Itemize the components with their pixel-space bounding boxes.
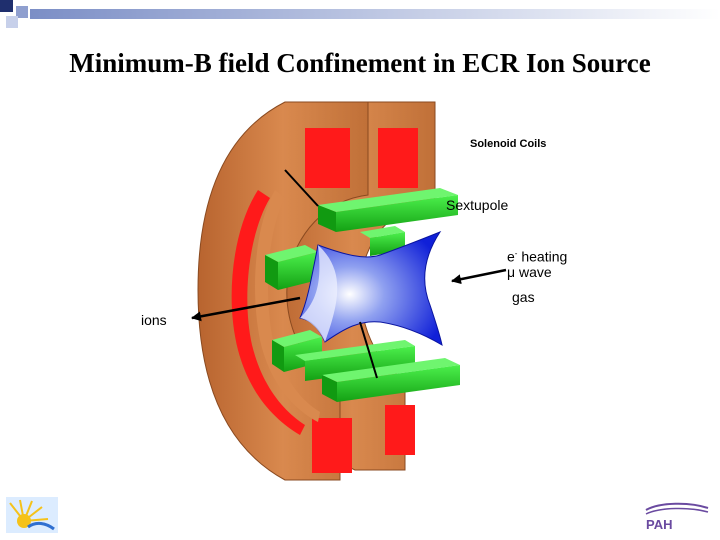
pointer-line-coils [284, 169, 319, 207]
sextupole-bar-upper-left [265, 245, 318, 290]
sun-rays-logo-icon [6, 497, 58, 533]
corner-decoration [0, 0, 720, 28]
sextupole-bar-bottom [322, 358, 460, 402]
corner-square-dark [0, 0, 13, 12]
coil-winding-front-top [305, 128, 350, 188]
corner-square-mid [16, 6, 28, 18]
microwave-arrow [451, 268, 507, 285]
slide-title: Minimum-B field Confinement in ECR Ion S… [69, 48, 651, 78]
coil-winding-front-bottom [312, 418, 352, 473]
label-sextupole: Sextupole [446, 197, 509, 213]
coil-inner-copper [255, 190, 320, 422]
coil-inner-band [231, 190, 305, 435]
sextupole-bar-top [318, 188, 458, 232]
label-heating-text: heating [517, 248, 568, 265]
label-heating-e: e [507, 248, 515, 265]
label-mu-wave: μ wave [507, 263, 552, 280]
label-ions: ions [141, 312, 167, 328]
plasma-star [299, 230, 443, 347]
coil-winding-back-bottom [385, 405, 415, 455]
institute-logo-text: PAH [646, 517, 672, 532]
sextupole-bar-lower-mid [295, 340, 415, 381]
pointer-line-plasma [359, 321, 378, 379]
ions-arrow [191, 296, 301, 322]
sextupole-bars [265, 188, 460, 402]
label-solenoid-coils: Solenoid Coils [470, 138, 547, 150]
label-heating: e- heating μ wave [507, 246, 567, 280]
institute-logo-icon: PAH [645, 502, 709, 532]
coil-winding-back-top [378, 128, 418, 188]
header-gradient-bar [30, 9, 720, 19]
corner-square-light [6, 16, 18, 28]
label-heating-sup: - [514, 249, 518, 258]
label-gas: gas [512, 289, 535, 305]
